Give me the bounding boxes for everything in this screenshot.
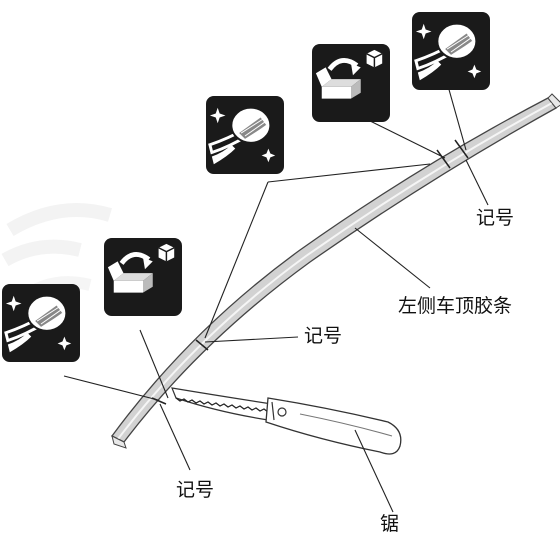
box-store-part-icon: [104, 238, 182, 316]
roof-strip-label: 左侧车顶胶条: [398, 295, 512, 317]
mark-label-top: 记号: [476, 207, 514, 229]
mark-label-bottom: 记号: [176, 479, 214, 501]
saw-label: 锯: [380, 513, 399, 535]
leader-lines: [63, 85, 489, 513]
sparkle-wipe-clean-icon: [206, 96, 284, 174]
mark-label-middle: 记号: [304, 325, 342, 347]
saw: [171, 387, 402, 455]
sparkle-wipe-clean-icon: [2, 284, 80, 362]
sparkle-wipe-clean-icon: [412, 12, 490, 90]
cut-mark-middle: [195, 339, 209, 351]
box-store-part-icon: [312, 44, 390, 122]
cut-mark-top-2: [454, 139, 469, 159]
roof-strip: [111, 93, 560, 449]
cut-mark-top: [436, 149, 451, 169]
